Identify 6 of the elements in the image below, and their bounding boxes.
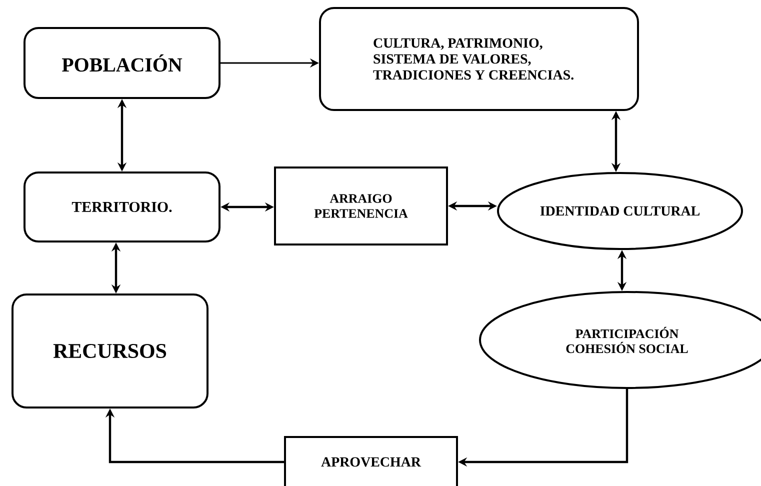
process-box: CULTURA, PATRIMONIO, SISTEMA DE VALORES, TRADICIONES Y CREENCIAS. xyxy=(319,7,639,111)
process-box: APROVECHAR xyxy=(284,436,458,486)
process-box: POBLACIÓN xyxy=(24,27,220,99)
process-box: RECURSOS xyxy=(12,294,208,408)
process-box: TERRITORIO. xyxy=(24,172,220,242)
process-box: ARRAIGO PERTENENCIA xyxy=(274,166,448,246)
